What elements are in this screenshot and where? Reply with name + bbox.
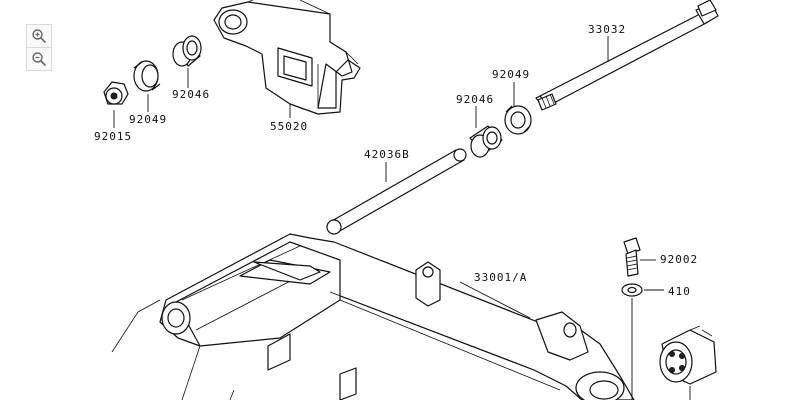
label-92046-top: 92046 — [456, 93, 494, 106]
label-33032: 33032 — [588, 23, 626, 36]
part-33001a-swingarm[interactable] — [111, 233, 635, 400]
label-42036b: 42036B — [364, 148, 410, 161]
part-410-washer[interactable] — [621, 283, 643, 297]
part-55020-bracket[interactable] — [213, 0, 361, 115]
zoom-in-button[interactable] — [26, 24, 52, 48]
part-92046-bearing-left[interactable] — [172, 35, 202, 67]
zoom-in-icon — [32, 29, 46, 43]
label-92015: 92015 — [94, 130, 132, 143]
part-92046-bearing-mid[interactable] — [469, 125, 503, 158]
part-42036b-tube[interactable] — [326, 148, 467, 235]
part-92015-nut[interactable] — [103, 81, 129, 105]
label-92046-left: 92046 — [172, 88, 210, 101]
label-92002: 92002 — [660, 253, 698, 266]
label-92049-left: 92049 — [129, 113, 167, 126]
part-eccentric-adjuster[interactable] — [659, 325, 717, 385]
part-33032-axle[interactable] — [535, 0, 719, 111]
zoom-out-icon — [32, 52, 46, 66]
label-55020: 55020 — [270, 120, 308, 133]
label-410: 410 — [668, 285, 691, 298]
part-92002-bolt[interactable] — [623, 237, 641, 277]
zoom-controls — [26, 24, 52, 71]
label-33001a: 33001/A — [474, 271, 527, 284]
zoom-out-button[interactable] — [26, 48, 52, 71]
label-92049-top: 92049 — [492, 68, 530, 81]
part-92049-washer-top[interactable] — [504, 105, 532, 135]
part-92049-washer-left[interactable] — [133, 60, 161, 92]
